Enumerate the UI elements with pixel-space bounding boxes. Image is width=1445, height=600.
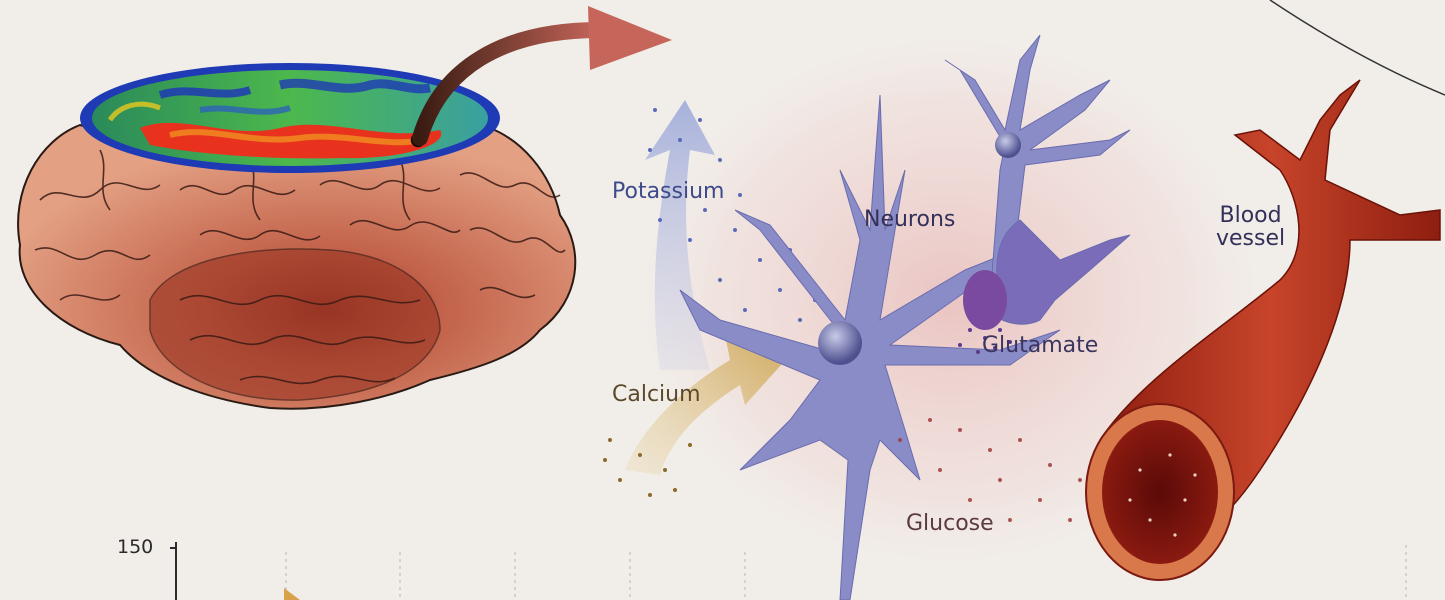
brain-illustration: [18, 63, 575, 409]
glutamate-label: Glutamate: [982, 334, 1098, 357]
blood-vessel-label-line2: vessel: [1216, 227, 1285, 250]
glucose-label: Glucose: [906, 512, 994, 535]
corner-curve-line: [1270, 0, 1445, 95]
neuron-soma-upper: [995, 132, 1021, 158]
neuron-soma-main: [818, 321, 862, 365]
neurons-label: Neurons: [864, 208, 955, 231]
calcium-label: Calcium: [612, 383, 701, 406]
blood-vessel-label: Blood vessel: [1216, 204, 1285, 250]
blood-vessel-label-line1: Blood: [1216, 204, 1285, 227]
zoom-arrowhead: [588, 6, 672, 70]
chart-y-tick-label: 150: [117, 538, 153, 558]
potassium-label: Potassium: [612, 180, 724, 203]
